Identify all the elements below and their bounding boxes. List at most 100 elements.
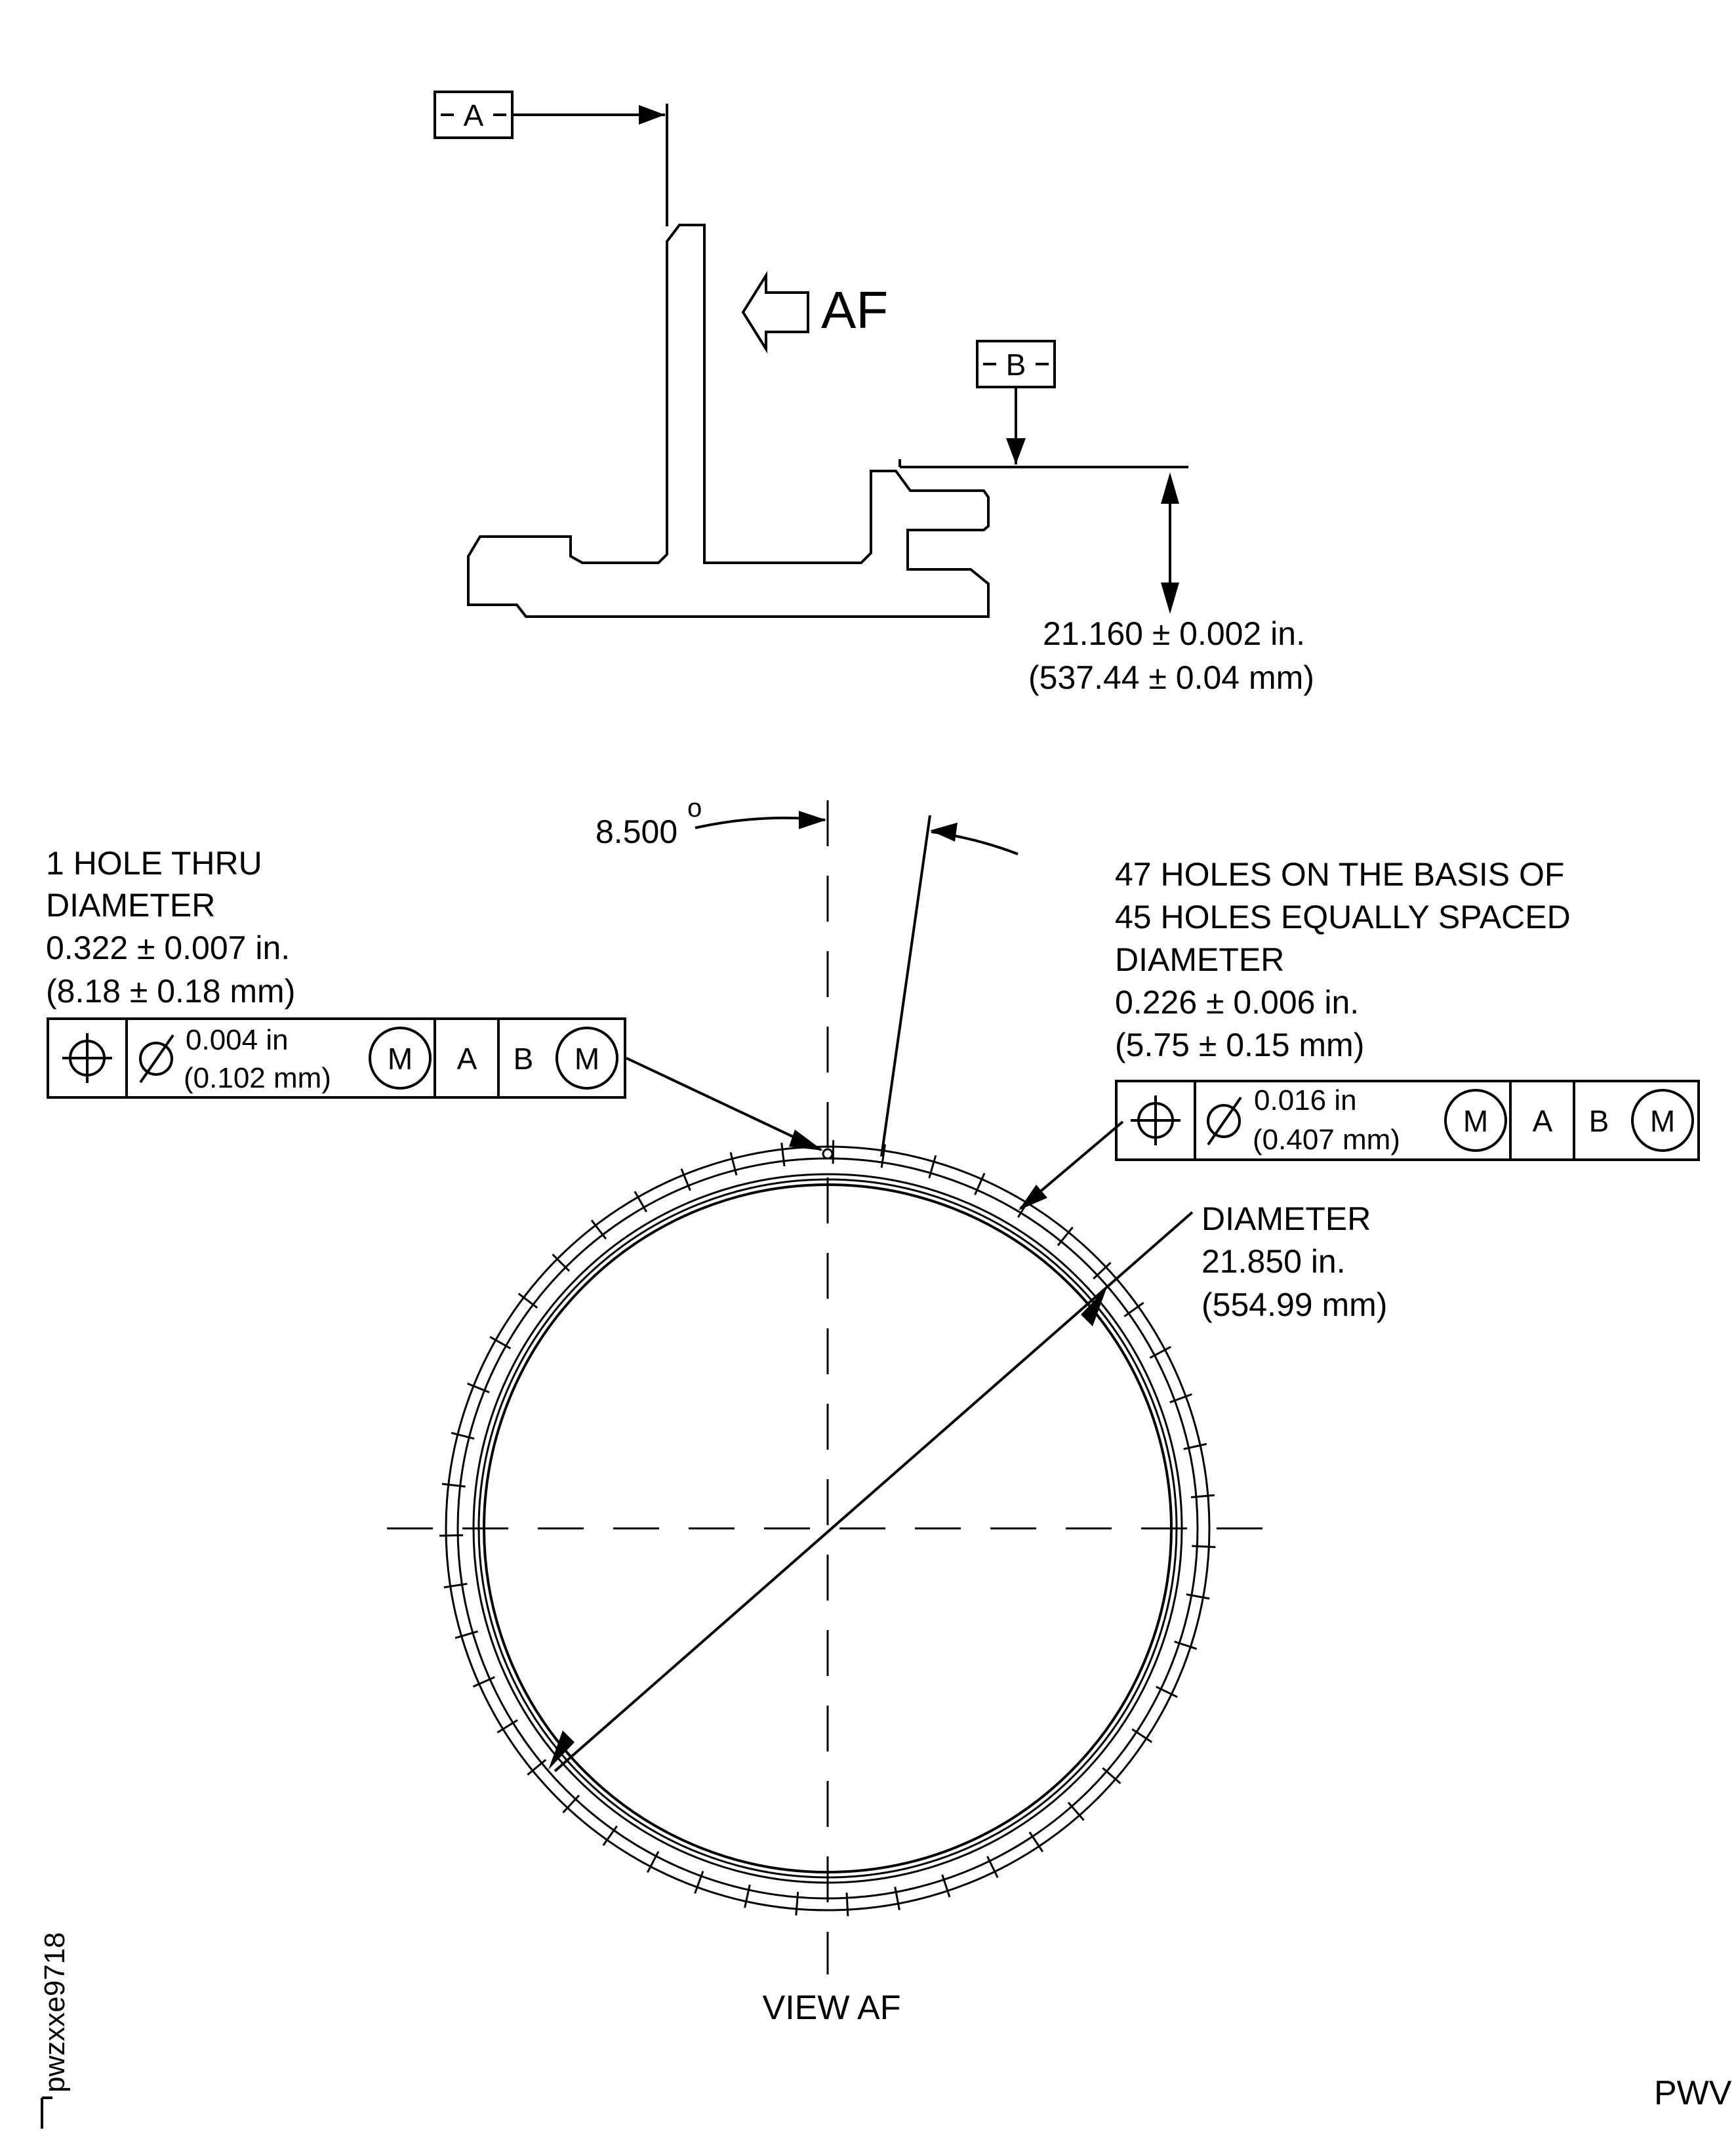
height-dimension: 21.160 ± 0.002 in. (537.44 ± 0.04 mm) bbox=[1028, 472, 1314, 696]
hole-pattern-note: 47 HOLES ON THE BASIS OF 45 HOLES EQUALL… bbox=[1115, 856, 1571, 1063]
hole-tick bbox=[880, 1144, 886, 1168]
hole-tick bbox=[443, 1582, 468, 1589]
angle-extension-line bbox=[880, 815, 931, 1157]
hole-tick bbox=[439, 1534, 464, 1537]
inner-ring bbox=[472, 1173, 1183, 1884]
hole-tick bbox=[634, 1191, 648, 1213]
single-hole-line-1: 1 HOLE THRU bbox=[46, 845, 262, 882]
pattern-fcf-tol-in: 0.016 in bbox=[1254, 1084, 1357, 1116]
single-hole-fcf: 0.004 in (0.102 mm) M A B M bbox=[47, 1017, 823, 1151]
hole-tick bbox=[1131, 1728, 1153, 1744]
hole-tick bbox=[986, 1856, 999, 1878]
hole-tick bbox=[1169, 1393, 1193, 1404]
hole-tick bbox=[562, 1794, 580, 1814]
hole-tick bbox=[928, 1155, 937, 1179]
hole-tick bbox=[1057, 1226, 1074, 1246]
figure-id-text: pwzxxe9718 bbox=[39, 1932, 71, 2093]
hole-tick bbox=[472, 1676, 495, 1688]
datum-a-label: A bbox=[464, 98, 484, 133]
single-hole-leader bbox=[626, 1057, 822, 1151]
hole-pattern-line-1: 47 HOLES ON THE BASIS OF bbox=[1115, 856, 1564, 893]
hole-tick bbox=[941, 1874, 951, 1898]
mmc-circle-2 bbox=[555, 1027, 618, 1090]
hole-tick bbox=[832, 1140, 835, 1164]
hole-tick bbox=[780, 1143, 786, 1167]
bore-circle bbox=[483, 1183, 1173, 1873]
single-hole-note: 1 HOLE THRU DIAMETER 0.322 ± 0.007 in. (… bbox=[46, 845, 295, 1010]
single-fcf-tol-mm: (0.102 mm) bbox=[184, 1062, 331, 1094]
diameter-dim-line bbox=[554, 1211, 1194, 1772]
single-fcf-datum1: A bbox=[457, 1042, 477, 1076]
position-icon-2 bbox=[1131, 1095, 1181, 1145]
hole-pattern-line-2: 45 HOLES EQUALLY SPACED bbox=[1115, 899, 1571, 935]
hole-tick bbox=[680, 1168, 691, 1191]
hole-tick bbox=[1093, 1261, 1112, 1280]
single-hole bbox=[822, 1148, 834, 1160]
hole-tick bbox=[590, 1219, 607, 1240]
single-fcf-mod2: M bbox=[575, 1042, 599, 1076]
pattern-fcf-mod1: M bbox=[1463, 1104, 1488, 1138]
pattern-fcf-tol-mm: (0.407 mm) bbox=[1253, 1124, 1400, 1156]
hole-tick bbox=[454, 1630, 479, 1639]
position-icon bbox=[62, 1033, 112, 1083]
hole-pattern-fcf: 0.016 in (0.407 mm) M A B M bbox=[1019, 1080, 1700, 1210]
pattern-fcf-mod2: M bbox=[1650, 1104, 1675, 1138]
corner-code: PWV bbox=[1654, 2074, 1732, 2112]
hole-tick bbox=[496, 1719, 518, 1734]
pattern-fcf-datum2: B bbox=[1589, 1104, 1609, 1138]
datum-a-frame: A bbox=[434, 91, 668, 226]
mmc-circle-1 bbox=[369, 1027, 432, 1090]
diameter-icon-2 bbox=[1207, 1096, 1242, 1146]
angle-dimension: 8.500 o bbox=[595, 794, 1019, 1157]
hole-pattern-line-4: 0.226 ± 0.006 in. bbox=[1115, 984, 1359, 1021]
hole-tick bbox=[1028, 1831, 1044, 1852]
hole-pattern-ticks bbox=[439, 1140, 1216, 1917]
single-hole-line-2: DIAMETER bbox=[46, 887, 215, 924]
hole-tick bbox=[974, 1172, 986, 1195]
hole-pattern-line-5: (5.75 ± 0.15 mm) bbox=[1115, 1027, 1364, 1063]
hole-tick bbox=[694, 1870, 704, 1894]
angle-value: 8.500 bbox=[595, 813, 677, 850]
datum-b-frame: B bbox=[898, 340, 1188, 468]
diameter-dimension: DIAMETER 21.850 in. (554.99 mm) bbox=[548, 1200, 1387, 1772]
inner-ring-2 bbox=[477, 1178, 1178, 1879]
diameter-line-3: (554.99 mm) bbox=[1201, 1286, 1387, 1323]
single-fcf-mod1: M bbox=[388, 1042, 413, 1076]
hole-tick bbox=[1174, 1641, 1198, 1650]
view-af-arrow: AF bbox=[741, 271, 888, 354]
hole-tick bbox=[744, 1884, 751, 1908]
view-title: VIEW AF bbox=[763, 1989, 901, 2027]
single-fcf-tol-in: 0.004 in bbox=[186, 1024, 289, 1056]
hole-tick bbox=[467, 1382, 490, 1393]
hole-tick bbox=[451, 1431, 475, 1440]
hole-tick bbox=[894, 1887, 900, 1911]
diameter-line-1: DIAMETER bbox=[1201, 1200, 1371, 1237]
hole-tick bbox=[1149, 1345, 1171, 1359]
single-fcf-datum2: B bbox=[514, 1042, 534, 1076]
hole-tick bbox=[517, 1292, 538, 1309]
view-af-arrow-label: AF bbox=[821, 281, 888, 339]
hole-tick bbox=[795, 1892, 799, 1916]
hole-tick bbox=[527, 1759, 547, 1776]
diameter-line-2: 21.850 in. bbox=[1201, 1243, 1346, 1280]
hole-tick bbox=[1123, 1301, 1144, 1318]
hole-tick bbox=[1183, 1442, 1207, 1450]
hole-tick bbox=[1156, 1686, 1178, 1698]
hole-tick bbox=[729, 1152, 738, 1176]
hole-tick bbox=[1102, 1767, 1121, 1784]
view-af: 8.500 o 1 HOLE THRU DIAMETER 0.322 ± 0.0… bbox=[46, 794, 1700, 2027]
hole-tick bbox=[1067, 1801, 1085, 1821]
figure-id: pwzxxe9718 bbox=[39, 1932, 71, 2129]
pattern-fcf-datum1: A bbox=[1533, 1104, 1553, 1138]
height-dim-inch: 21.160 ± 0.002 in. bbox=[1043, 615, 1305, 652]
hole-tick bbox=[646, 1851, 660, 1873]
height-dim-mm: (537.44 ± 0.04 mm) bbox=[1028, 659, 1314, 696]
single-hole-line-3: 0.322 ± 0.007 in. bbox=[46, 930, 290, 966]
datum-b-label: B bbox=[1006, 348, 1026, 382]
part-outline bbox=[467, 224, 990, 618]
hole-tick bbox=[845, 1892, 849, 1917]
hole-tick bbox=[1192, 1545, 1216, 1548]
mmc-circle-3 bbox=[1444, 1089, 1507, 1152]
diameter-icon bbox=[139, 1034, 174, 1084]
hole-tick bbox=[1190, 1494, 1215, 1498]
